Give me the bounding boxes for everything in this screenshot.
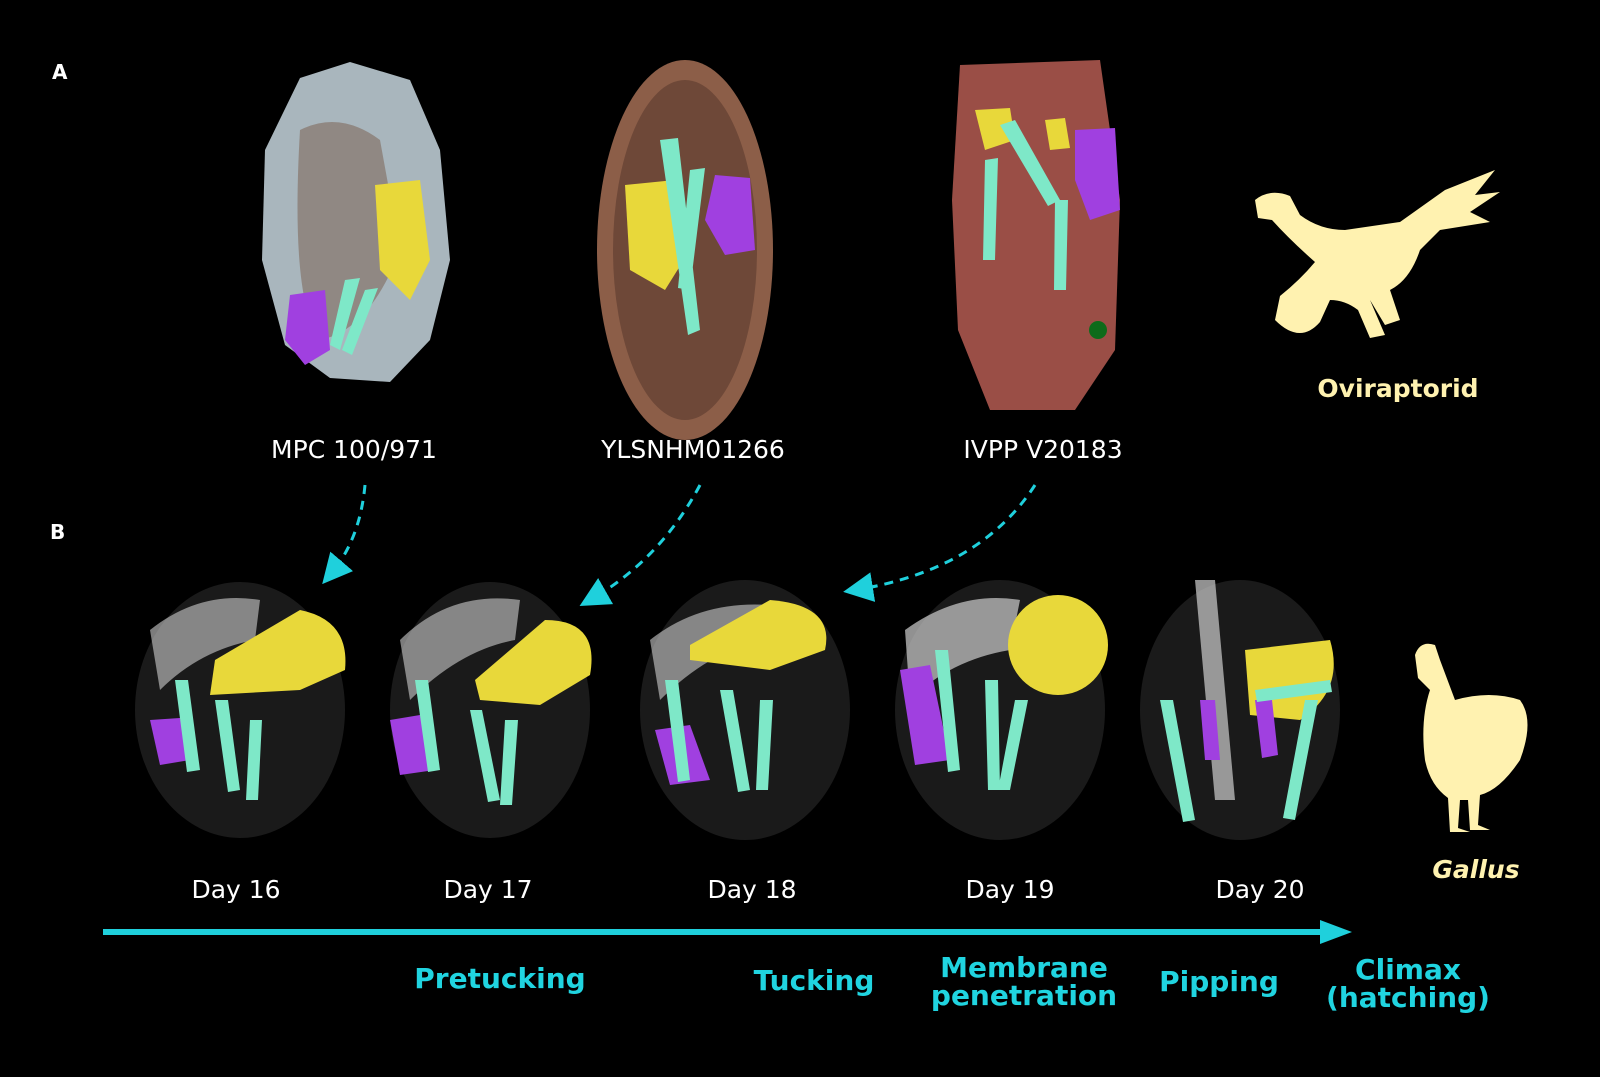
stage-label-membrane-line1: Membrane [940, 951, 1108, 984]
gallus-silhouette-icon [1415, 643, 1528, 832]
stage-label-climax-line1: Climax [1355, 953, 1461, 986]
embryo-day-17 [390, 582, 592, 838]
specimen-ylsnhm01266 [597, 60, 773, 440]
connector-arrow-specimen-2 [579, 484, 702, 606]
taxon-label-gallus: Gallus [1432, 855, 1520, 884]
stage-label-pipping: Pipping [1159, 965, 1279, 998]
stage-label-climax-hatching: Climax (hatching) [1326, 956, 1490, 1012]
stage-label-pretucking: Pretucking [414, 962, 586, 995]
panel-label-a: A [52, 60, 68, 84]
stage-label-tucking: Tucking [753, 964, 875, 997]
embryo-day-16 [135, 582, 346, 838]
day-label-17: Day 17 [443, 875, 533, 904]
day-label-19: Day 19 [965, 875, 1055, 904]
specimen-label-1: MPC 100/971 [271, 435, 437, 464]
day-label-20: Day 20 [1215, 875, 1305, 904]
timeline-arrowhead-icon [1320, 920, 1352, 944]
specimen-ivpp-v20183 [952, 60, 1120, 410]
embryo-day-18 [640, 580, 850, 840]
embryo-day-20 [1140, 580, 1340, 840]
stage-label-membrane-penetration: Membrane penetration [931, 954, 1117, 1010]
panel-label-b: B [50, 520, 66, 544]
stage-label-climax-line2: (hatching) [1326, 981, 1490, 1014]
day-label-16: Day 16 [191, 875, 281, 904]
specimen-label-2: YLSNHM01266 [601, 435, 785, 464]
taxon-label-oviraptorid: Oviraptorid [1317, 374, 1479, 403]
embryo-day-19 [895, 580, 1108, 840]
specimen-label-3: IVPP V20183 [963, 435, 1123, 464]
specimen-mpc-100-971 [262, 62, 450, 382]
stage-label-membrane-line2: penetration [930, 979, 1118, 1012]
day-label-18: Day 18 [707, 875, 797, 904]
oviraptorid-silhouette-icon [1255, 170, 1500, 338]
connector-arrow-specimen-1 [322, 484, 367, 585]
connector-arrow-specimen-3 [843, 484, 1037, 602]
